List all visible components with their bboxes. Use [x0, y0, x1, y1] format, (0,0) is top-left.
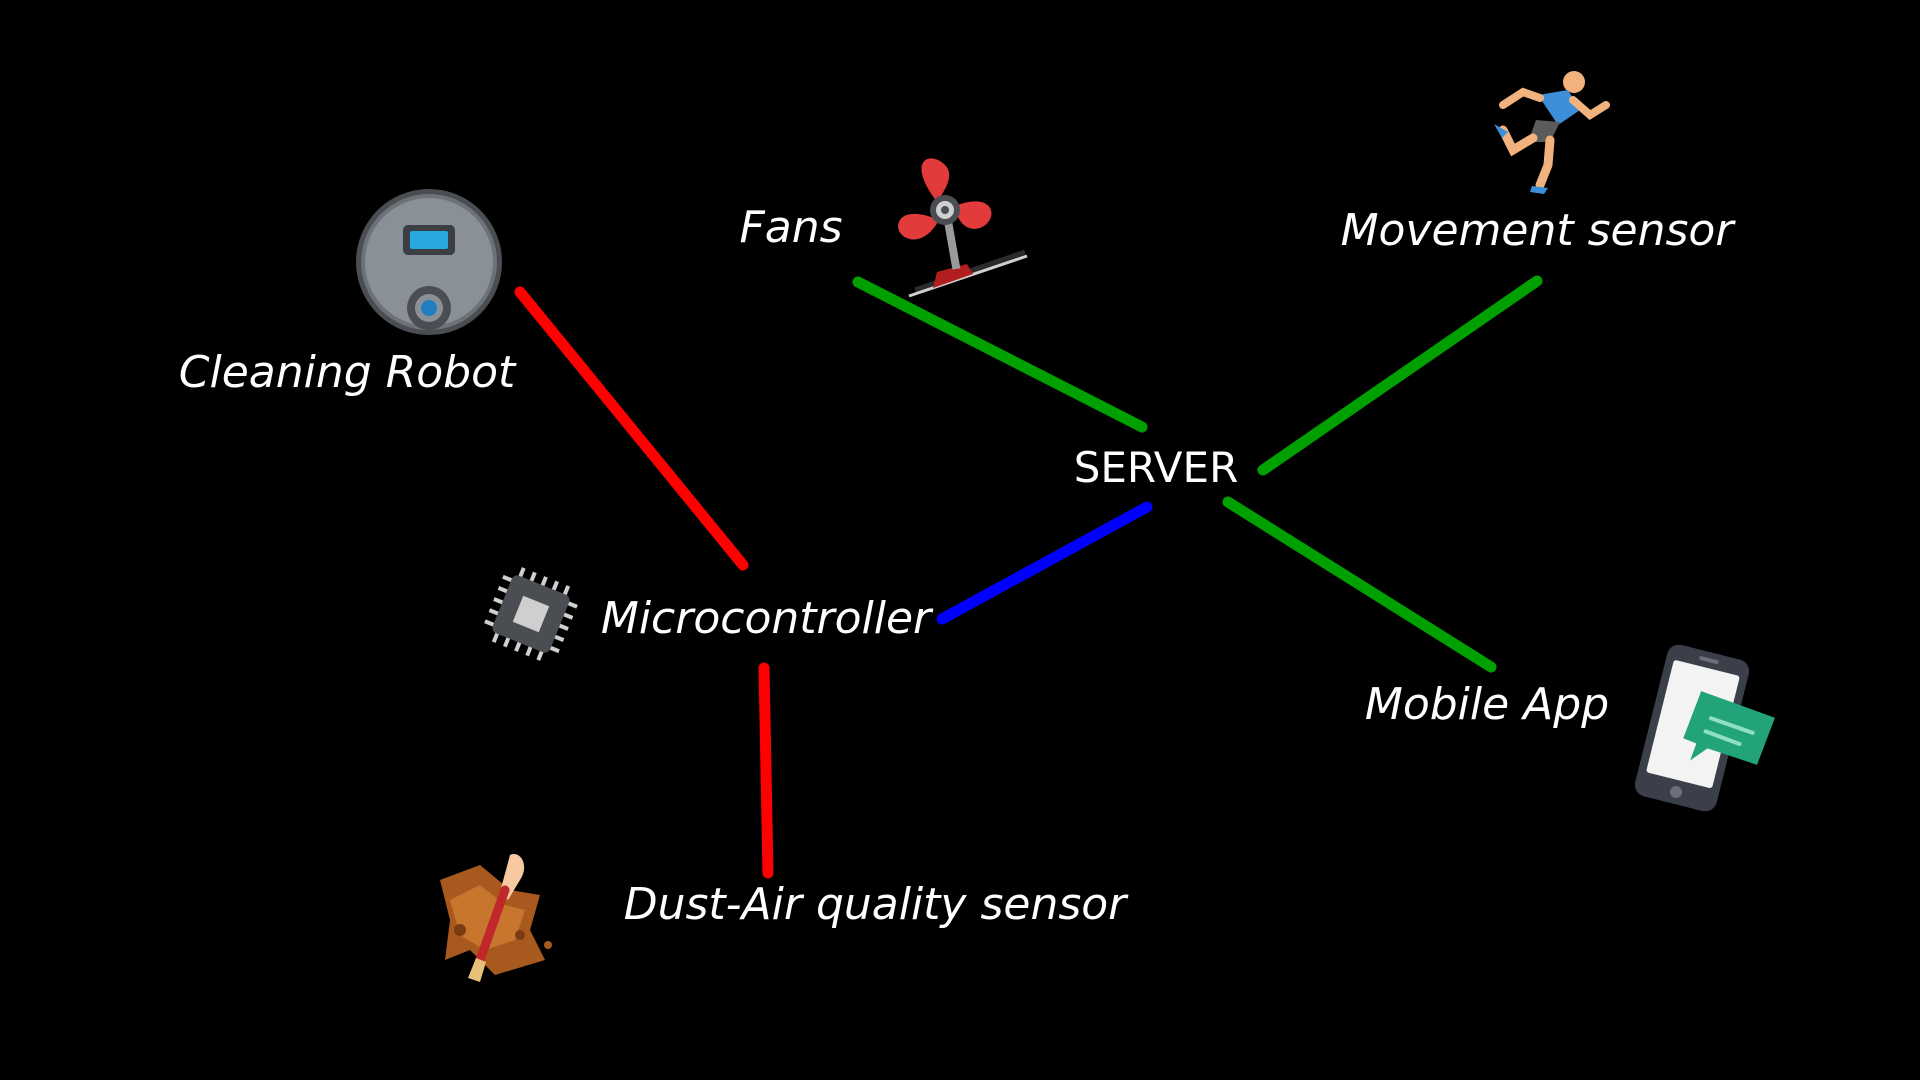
fans-label: Fans: [739, 202, 842, 253]
server-label: SERVER: [1074, 443, 1239, 492]
mobile-app-label: Mobile App: [1365, 679, 1609, 730]
connection-server-mobile-app: [1222, 496, 1497, 673]
microcontroller-label: Microcontroller: [601, 593, 934, 644]
dust-sensor-label: Dust-Air quality sensor: [624, 879, 1129, 930]
connection-movement-server: [1257, 275, 1543, 476]
fan-icon: [898, 158, 1028, 298]
smartphone-chat-icon: [1634, 644, 1775, 812]
running-person-icon: [1494, 71, 1610, 194]
robot-vacuum-icon: [356, 189, 502, 335]
cleaning-robot-label: Cleaning Robot: [179, 347, 517, 398]
movement-sensor-label: Movement sensor: [1341, 205, 1737, 256]
connection-fans-server: [852, 276, 1148, 433]
connection-microcontroller-server: [936, 501, 1153, 625]
dust-brush-icon: [440, 854, 552, 982]
microchip-icon: [484, 567, 578, 661]
connections: [514, 275, 1543, 879]
connection-robot-microcontroller: [514, 286, 749, 571]
connection-microcontroller-dust-sensor: [758, 662, 774, 879]
